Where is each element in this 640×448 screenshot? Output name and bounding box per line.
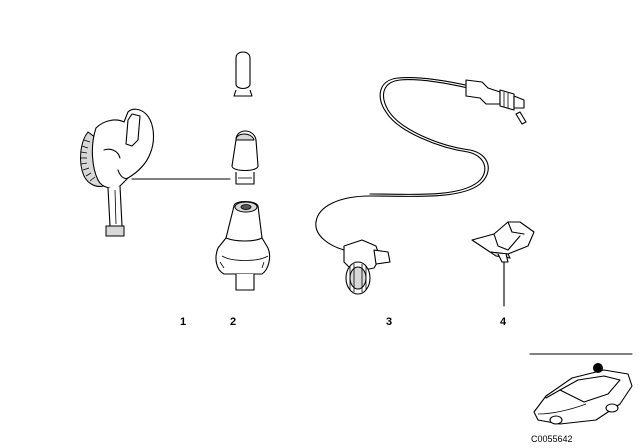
location-marker-icon xyxy=(593,363,603,373)
part-label-1: 1 xyxy=(180,316,186,328)
car-location-thumbnail xyxy=(529,353,633,425)
part-2-antenna-tip xyxy=(233,51,253,97)
part-2-antenna-base xyxy=(215,200,271,291)
part-4-clip xyxy=(471,221,535,263)
part-3-antenna-cable xyxy=(315,77,527,295)
part-label-4: 4 xyxy=(500,316,507,328)
part-label-3: 3 xyxy=(386,316,392,328)
part-1-antenna-mount xyxy=(80,108,155,237)
reference-code: C0055642 xyxy=(531,434,573,444)
part-label-2: 2 xyxy=(230,316,236,328)
part-2-antenna-cap xyxy=(231,130,259,185)
